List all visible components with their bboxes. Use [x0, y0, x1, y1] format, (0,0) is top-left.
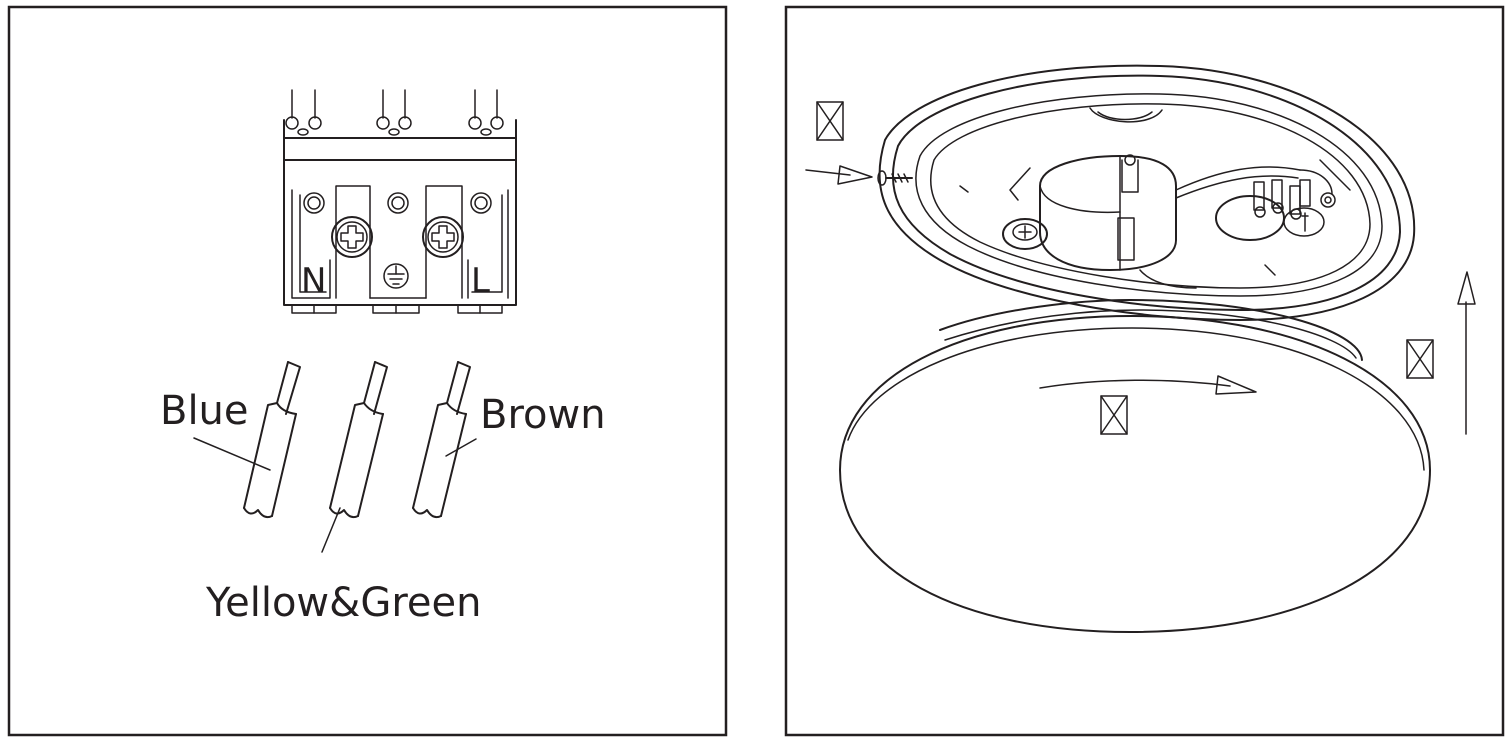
cross-box-icon [1100, 395, 1128, 435]
blue-leader-line [193, 437, 271, 471]
earth-symbol-icon [383, 263, 409, 289]
terminal-label-n: N [301, 261, 326, 301]
yellow-green-leader-line [321, 507, 341, 553]
wire-brown [412, 361, 471, 519]
screw-arrow [805, 165, 873, 185]
right-screw-icon [422, 216, 464, 258]
wire-blue [243, 361, 301, 519]
right-panel-frame [784, 5, 1505, 737]
cross-box-icon [1406, 339, 1434, 379]
wire-yellow-green [329, 361, 388, 519]
terminal-block: N L [283, 89, 517, 314]
brown-leader-line [445, 438, 477, 457]
wire-label-blue: Blue [160, 388, 249, 434]
rotate-arrow [1039, 375, 1257, 395]
diffuser-cover [839, 299, 1431, 633]
wire-label-yellow-green: Yellow&Green [205, 580, 481, 626]
lift-arrow [1457, 271, 1476, 435]
left-panel-frame [7, 5, 728, 737]
driver-box [1039, 154, 1301, 289]
mounting-hole-left [1002, 218, 1048, 250]
terminal-connector [1215, 169, 1336, 241]
terminal-label-l: L [471, 261, 490, 301]
ceiling-base [878, 64, 1416, 321]
side-screw-icon [877, 170, 913, 186]
left-screw-icon [331, 216, 373, 258]
driver-label-sticker [1117, 217, 1135, 261]
cross-box-icon [816, 101, 844, 141]
wire-label-brown: Brown [480, 392, 606, 438]
